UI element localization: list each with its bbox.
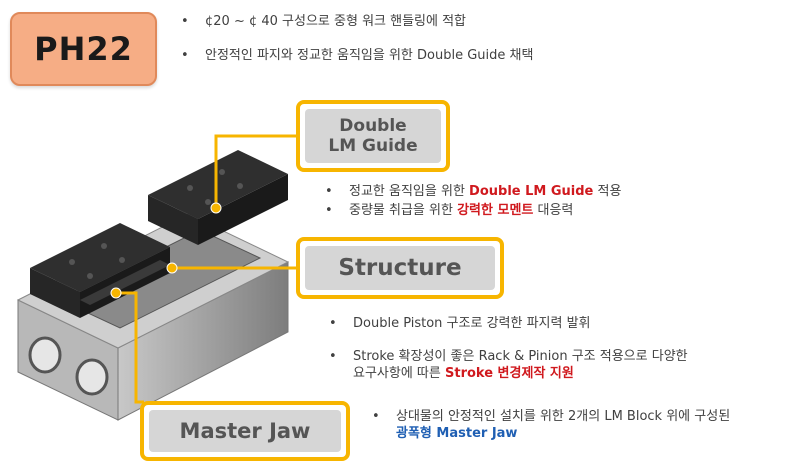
guide-bullet-1: • 정교한 움직임을 위한 Double LM Guide 적용 (325, 184, 622, 199)
bullet-dot: • (181, 14, 189, 29)
connector-master-jaw (116, 291, 144, 404)
label-double-lm-guide: Double LM Guide (296, 100, 450, 172)
label-master-jaw: Master Jaw (140, 401, 350, 461)
model-badge: PH22 (10, 12, 157, 86)
model-title: PH22 (34, 30, 133, 68)
jaw-upper (148, 150, 288, 245)
header-bullet-2: • 안정적인 파지와 정교한 움직임을 위한 Double Guide 채택 (181, 48, 534, 63)
structure-bullet-2: • Stroke 확장성이 좋은 Rack & Pinion 구조 적용으로 다… (329, 349, 688, 381)
anchor-dot-master-jaw (110, 287, 122, 299)
jaw-bullet: • 상대물의 안정적인 설치를 위한 2개의 LM Block 위에 구성된 광… (372, 409, 731, 441)
label-structure: Structure (296, 237, 504, 299)
jaw-lower (30, 223, 170, 318)
header-bullet-1: • ¢20 ~ ¢ 40 구성으로 중형 워크 핸들링에 적합 (181, 14, 467, 29)
anchor-dot-structure (166, 262, 178, 274)
connector-lm-guide (214, 134, 298, 206)
anchor-dot-lm-guide (210, 202, 222, 214)
port-hole-right (75, 358, 109, 396)
port-hole-left (28, 336, 62, 374)
bullet-dot: • (181, 48, 189, 63)
guide-bullet-2: • 중량물 취급을 위한 강력한 모멘트 대응력 (325, 203, 574, 218)
structure-bullet-1: • Double Piston 구조로 강력한 파지력 발휘 (329, 316, 591, 331)
